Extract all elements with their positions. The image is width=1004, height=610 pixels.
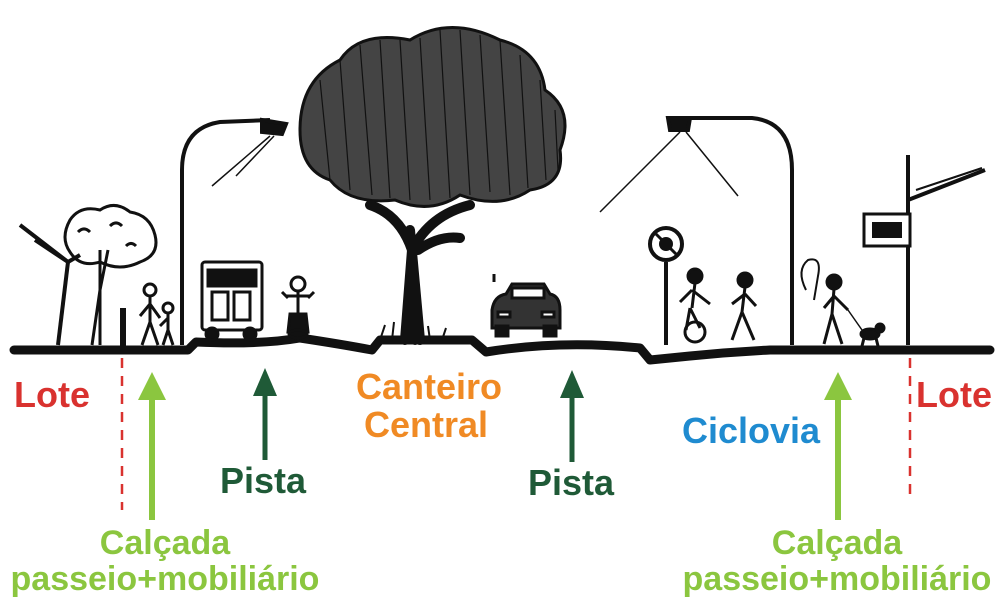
left-lot-palm-icon bbox=[18, 223, 82, 346]
calcada-right-line1: Calçada bbox=[771, 524, 903, 562]
tree-icon bbox=[298, 26, 567, 345]
pedestrian-icon bbox=[730, 271, 758, 341]
bus-icon bbox=[200, 260, 264, 342]
cyclist-icon bbox=[678, 267, 711, 344]
pedestrian-icon bbox=[138, 282, 175, 346]
calcada-arrow-left bbox=[138, 372, 166, 520]
canteiro-line2: Central bbox=[363, 403, 489, 445]
lote-right-label: Lote bbox=[916, 374, 992, 415]
calcada-left-label: Calçada passeio+mobiliário bbox=[0, 524, 330, 598]
canteiro-central-label: Canteiro Central bbox=[356, 366, 503, 445]
pista-arrow-left bbox=[253, 368, 277, 460]
motorcycle-icon bbox=[280, 275, 316, 340]
calcada-left-line1: Calçada bbox=[99, 524, 231, 562]
pista-left-label: Pista bbox=[220, 460, 307, 501]
pista-arrow-right bbox=[560, 370, 584, 462]
street-lamp-icon bbox=[599, 116, 794, 345]
dog-icon bbox=[859, 322, 886, 347]
no-parking-sign-icon bbox=[648, 226, 684, 345]
calcada-right-label: Calçada passeio+mobiliário bbox=[672, 524, 1002, 598]
pedestrian-icon bbox=[822, 273, 863, 345]
ciclovia-label: Ciclovia bbox=[682, 410, 821, 451]
calcada-right-line2: passeio+mobiliário bbox=[682, 559, 992, 598]
left-lot-tree-icon bbox=[63, 204, 158, 346]
lote-left-label: Lote bbox=[14, 374, 90, 415]
bus-stop-sign-icon bbox=[862, 155, 986, 345]
calcada-arrow-right bbox=[824, 372, 852, 520]
car-icon bbox=[490, 274, 562, 338]
pista-right-label: Pista bbox=[528, 462, 615, 503]
ciclovia-post-icon bbox=[800, 258, 820, 301]
bollard-icon bbox=[120, 308, 126, 346]
ground-profile bbox=[9, 333, 995, 365]
calcada-left-line2: passeio+mobiliário bbox=[10, 559, 320, 598]
canteiro-line1: Canteiro bbox=[356, 366, 503, 407]
street-lamp-icon bbox=[180, 117, 289, 345]
